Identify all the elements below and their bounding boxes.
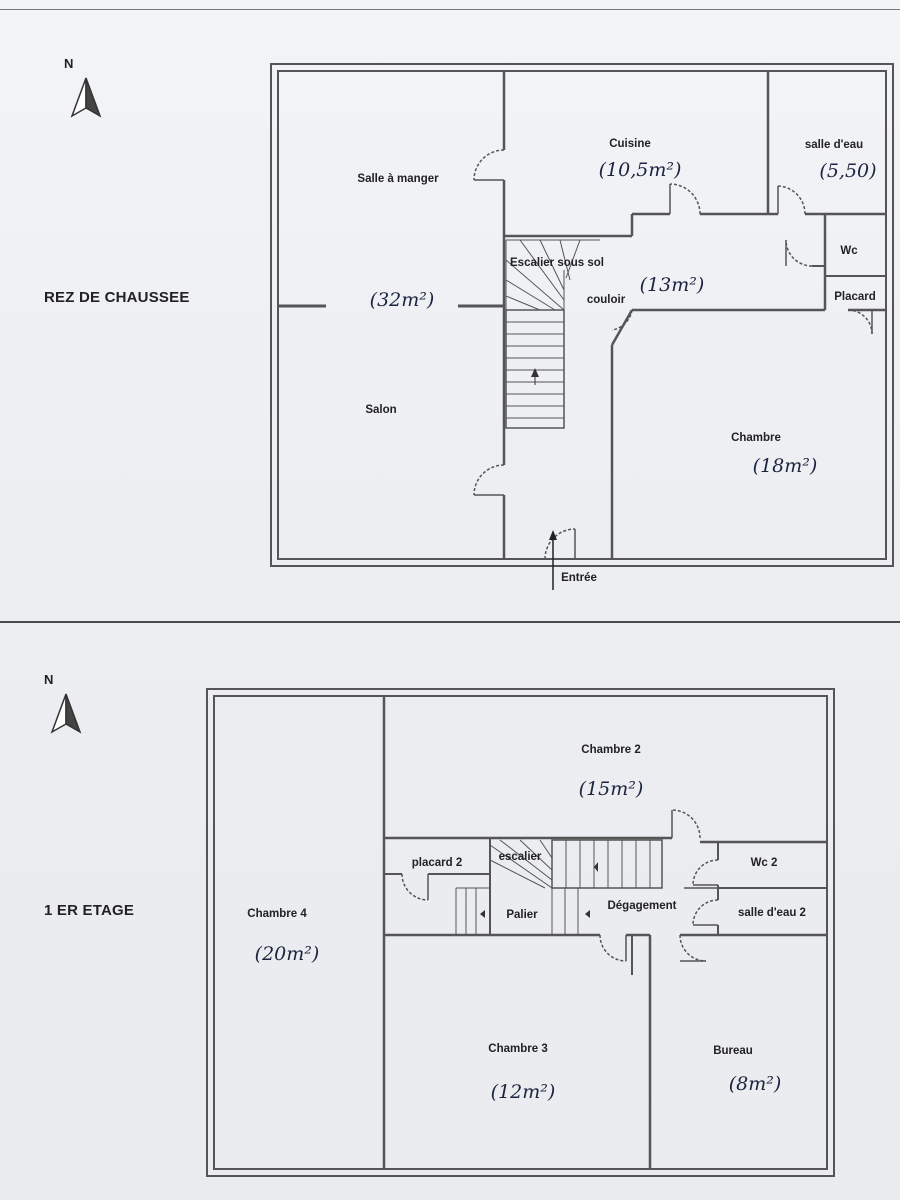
- room-chambre4-label: Chambre 4: [247, 908, 307, 920]
- room-bureau-label: Bureau: [713, 1045, 753, 1057]
- first-floor-plan: Chambre 2 placard 2 escalier Wc 2 Palier…: [206, 688, 835, 1177]
- room-degagement-label: Dégagement: [607, 900, 676, 912]
- room-placard-label: Placard: [834, 291, 876, 303]
- area-cuisine-note: (10,5m²): [599, 159, 682, 181]
- north-letter: N: [44, 672, 54, 687]
- room-escalier-label: escalier: [499, 851, 542, 863]
- first-north-indicator: N: [44, 672, 84, 742]
- room-chambre2-label: Chambre 2: [581, 744, 640, 756]
- room-palier-label: Palier: [506, 909, 538, 921]
- room-wc-label: Wc: [840, 245, 858, 257]
- room-cuisine-label: Cuisine: [609, 138, 651, 150]
- first-floor-title: 1 ER ETAGE: [44, 902, 135, 919]
- north-letter: N: [64, 56, 74, 71]
- area-chambre3-note: (12m²): [491, 1081, 556, 1103]
- area-bureau-note: (8m²): [729, 1073, 782, 1095]
- area-couloir-note: (13m²): [640, 274, 705, 296]
- area-salle-d-eau-note: (5,50): [819, 160, 876, 182]
- north-arrow-icon: [50, 693, 82, 734]
- room-placard2-label: placard 2: [412, 857, 463, 869]
- room-escalier-label: Escalier sous sol: [510, 257, 604, 269]
- room-couloir-label: couloir: [587, 294, 626, 306]
- room-chambre3-label: Chambre 3: [488, 1043, 547, 1055]
- north-arrow-icon: [70, 77, 102, 118]
- room-salle-a-manger-label: Salle à manger: [357, 173, 439, 185]
- floor-divider: [0, 621, 900, 623]
- room-chambre-label: Chambre: [731, 432, 781, 444]
- top-edge-line: [0, 9, 900, 10]
- ground-north-indicator: N: [64, 56, 104, 126]
- room-wc2-label: Wc 2: [751, 857, 778, 869]
- ground-floor-plan: Salle à manger Cuisine salle d'eau Wc Pl…: [270, 63, 894, 590]
- room-salle-d-eau2-label: salle d'eau 2: [738, 907, 806, 919]
- room-entree-label: Entrée: [561, 572, 597, 584]
- ground-floor-title: REZ DE CHAUSSEE: [44, 289, 190, 306]
- area-chambre-note: (18m²): [753, 455, 818, 477]
- area-chambre4-note: (20m²): [255, 943, 320, 965]
- room-salle-d-eau-label: salle d'eau: [805, 139, 863, 151]
- area-chambre2-note: (15m²): [579, 778, 644, 800]
- area-sejour-note: (32m²): [370, 289, 435, 311]
- room-salon-label: Salon: [365, 404, 396, 416]
